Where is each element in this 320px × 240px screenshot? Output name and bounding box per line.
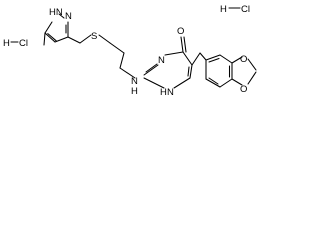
dioxole-o2-label: O [240,84,247,95]
thioether-linker [67,34,136,79]
dioxole-o1-label: O [240,54,247,65]
chemical-structure-diagram: HN N S N H N N H O O O H Cl H Cl [0,0,266,113]
molecule-drawing: HN N S N H N N H O O O H Cl H Cl [3,4,257,98]
hcl-right-h-label: H [220,4,227,15]
benzyl-bond-2 [199,52,207,61]
benzyl-bond-1 [191,52,201,66]
carbonyl-o-label: O [177,26,184,37]
linker-nh-n-label: N [131,76,138,87]
sulfur-label: S [91,31,97,42]
hcl-left: H Cl [3,38,28,49]
hcl-left-h-label: H [3,38,10,49]
imidazole-nh-label: HN [49,7,63,18]
hcl-left-cl-label: Cl [19,38,28,49]
hcl-right: H Cl [220,4,250,15]
carbonyl-bond-b [183,36,187,53]
pyrimidinone-h-label: H [160,87,167,98]
carbonyl-bond-a [180,36,184,53]
benzene-ring [205,54,233,88]
hcl-right-cl-label: Cl [241,4,250,15]
linker-nh-h-label: H [131,86,138,97]
imidazole-n-label: N [65,11,72,22]
methyl-bond [43,32,46,46]
imidazole-ring [44,13,69,43]
pyrimidinone-n-label: N [167,87,174,98]
pyrimidine-n-label: N [158,55,165,66]
dioxole-ring [231,56,257,86]
pyrimidinone-ring [143,51,193,89]
